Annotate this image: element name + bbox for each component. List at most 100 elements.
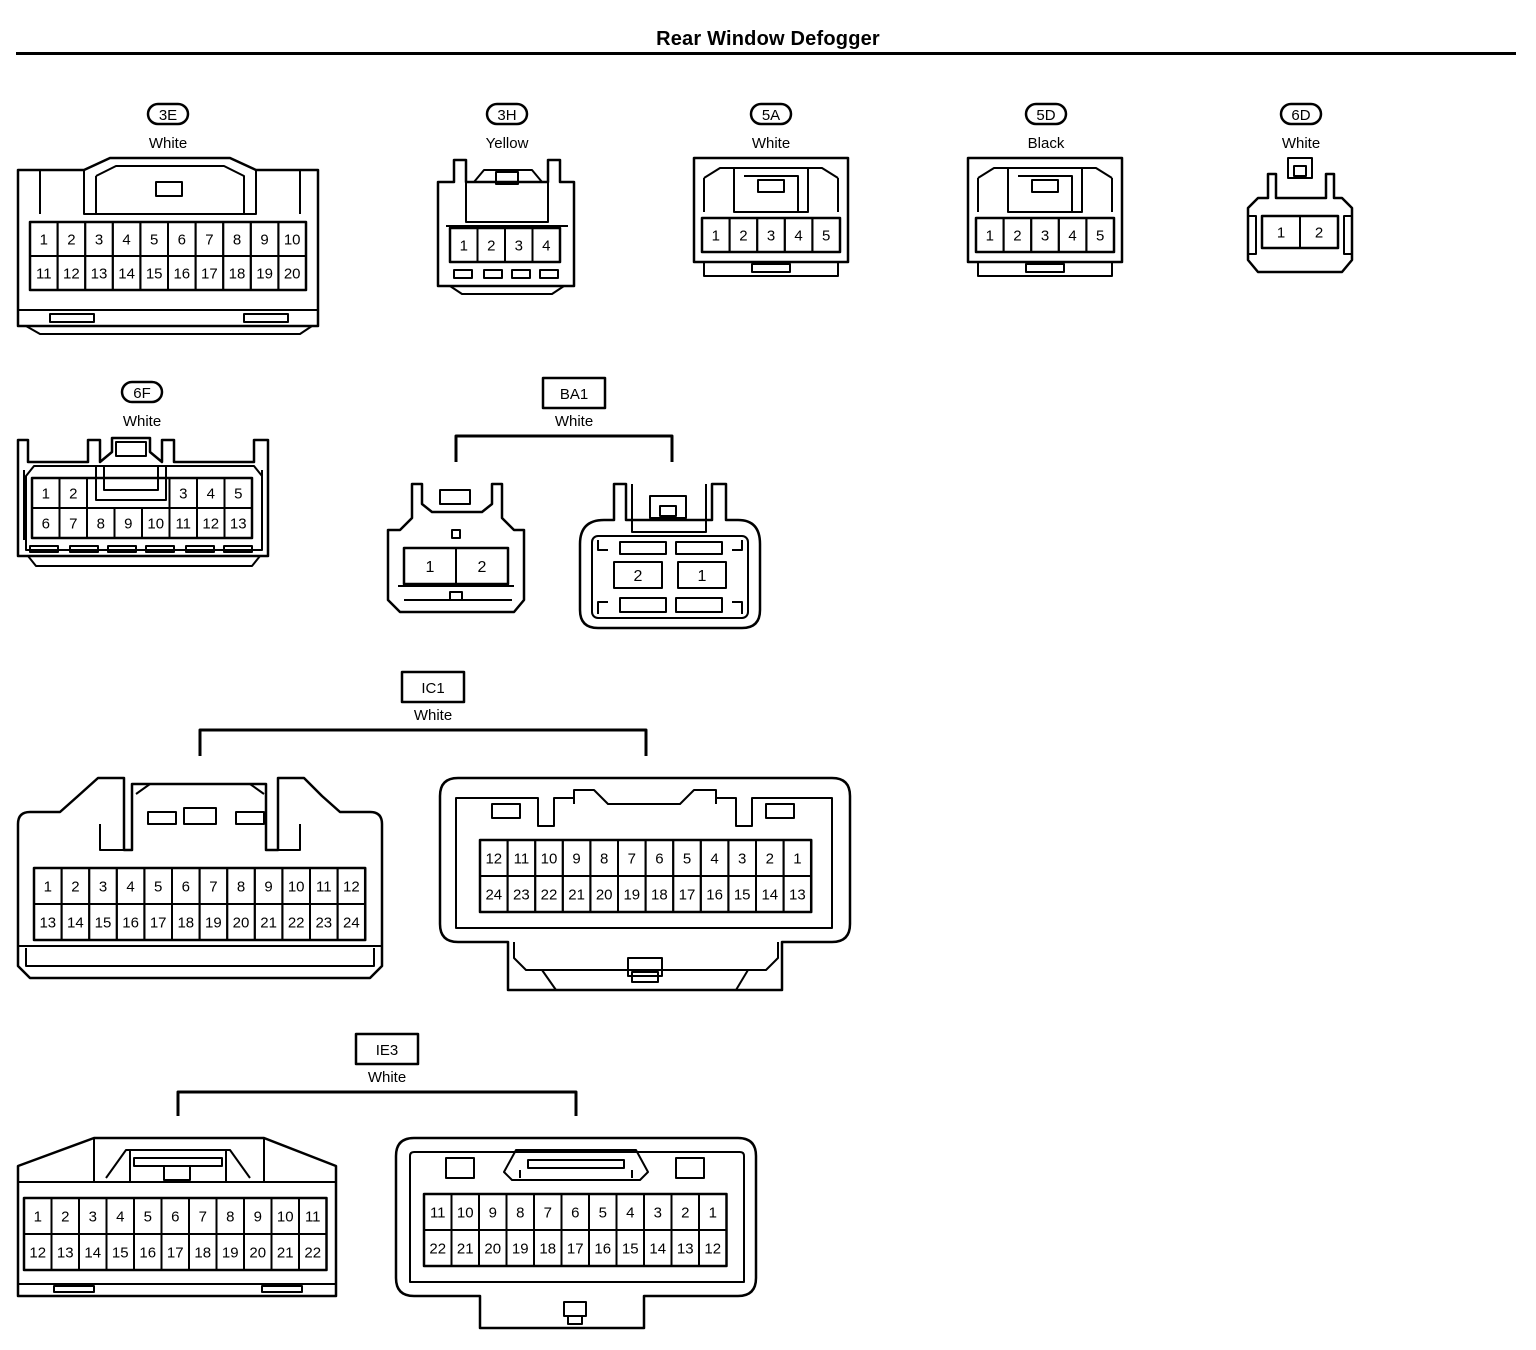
pin-number: 22: [541, 886, 558, 903]
pin-number: 20: [596, 886, 613, 903]
pin-number: 4: [542, 237, 550, 254]
pin-number: 22: [304, 1244, 321, 1261]
pin-number: 3: [99, 878, 107, 895]
pin-number: 18: [539, 1240, 556, 1257]
connector-housing: [16, 156, 320, 335]
pin-number: 5: [234, 485, 242, 502]
connector-id-label: 3H: [497, 107, 516, 124]
page-title: Rear Window Defogger: [656, 28, 880, 50]
pin-number: 8: [97, 515, 105, 532]
pin-number: 9: [489, 1204, 497, 1221]
connector-color-label: Black: [1028, 135, 1065, 152]
pin-number: 10: [147, 515, 164, 532]
pin-number: 22: [288, 914, 305, 931]
pin-number: 5: [150, 231, 158, 248]
pin-number: 19: [623, 886, 640, 903]
pin-number: 9: [254, 1208, 262, 1225]
pin-number: 2: [61, 1208, 69, 1225]
pin-number: 5: [154, 878, 162, 895]
pin-number: 2: [766, 850, 774, 867]
title-divider: [16, 52, 1516, 55]
pin-number: 21: [277, 1244, 294, 1261]
connector-id-label: 3E: [159, 107, 177, 124]
pin-number: 15: [112, 1244, 129, 1261]
pin-number: 17: [679, 886, 696, 903]
pin-number: 8: [516, 1204, 524, 1221]
pin-number: 1: [426, 559, 435, 576]
pin-number: 22: [429, 1240, 446, 1257]
pin-number: 5: [1096, 227, 1104, 244]
pin-number: 6: [571, 1204, 579, 1221]
pin-number: 24: [343, 914, 360, 931]
connector-housing: [1246, 157, 1354, 274]
connector-housing-right: [438, 776, 852, 992]
pin-number: 23: [315, 914, 332, 931]
connector-id-badge: [1279, 102, 1323, 126]
pin-grid-frame: [32, 866, 367, 942]
pin-number: 13: [230, 515, 247, 532]
pin-number: 21: [568, 886, 585, 903]
connector-id-badge: [400, 670, 466, 704]
pin-number: 17: [201, 265, 218, 282]
pin-number: 14: [649, 1240, 666, 1257]
pin-number: 6: [182, 878, 190, 895]
pin-number: 14: [761, 886, 778, 903]
pin-number: 12: [343, 878, 360, 895]
pin-number: 11: [305, 1208, 321, 1225]
pin-number: 3: [654, 1204, 662, 1221]
pin-number: 16: [594, 1240, 611, 1257]
pin-number: 7: [209, 878, 217, 895]
connector-color-label: White: [149, 135, 187, 152]
pin-number: 1: [44, 878, 52, 895]
pin-number: 11: [175, 515, 191, 532]
pin-number: 6: [171, 1208, 179, 1225]
connector-id-badge: [146, 102, 190, 126]
pin-number: 18: [651, 886, 668, 903]
pin-number: 19: [222, 1244, 239, 1261]
pin-number: 9: [260, 231, 268, 248]
connector-housing-left: [16, 776, 384, 980]
pin-number: 2: [1315, 224, 1323, 241]
connector-id-badge: [120, 380, 164, 404]
connector-housing: [692, 156, 850, 277]
pin-grid-frame: [28, 220, 308, 292]
connector-id-label: IE3: [376, 1042, 399, 1059]
pin-number: 10: [457, 1204, 474, 1221]
pin-number: 1: [698, 568, 707, 585]
pin-number: 12: [63, 265, 80, 282]
pin-number: 4: [126, 878, 134, 895]
pin-grid-frame: [30, 476, 254, 540]
pin-number: 7: [69, 515, 77, 532]
pin-number: 19: [205, 914, 222, 931]
pin-number: 13: [789, 886, 806, 903]
pin-number: 5: [599, 1204, 607, 1221]
connector-id-badge: [354, 1032, 420, 1066]
connector-id-label: BA1: [560, 386, 588, 403]
pin-number: 4: [122, 231, 130, 248]
pin-number: 12: [485, 850, 502, 867]
pin-number: 1: [42, 485, 50, 502]
connector-id-label: 5D: [1036, 107, 1055, 124]
pin-number: 23: [513, 886, 530, 903]
terminal-lock-bars: [29, 545, 253, 553]
pin-number: 12: [29, 1244, 46, 1261]
pin-number: 1: [986, 227, 994, 244]
pin-number: 21: [457, 1240, 474, 1257]
pin-number: 24: [485, 886, 502, 903]
pin-number: 8: [233, 231, 241, 248]
pin-number: 3: [1041, 227, 1049, 244]
pin-grid-frame: [478, 838, 813, 914]
pin-number: 15: [95, 914, 112, 931]
connector-bracket: [176, 1090, 578, 1116]
